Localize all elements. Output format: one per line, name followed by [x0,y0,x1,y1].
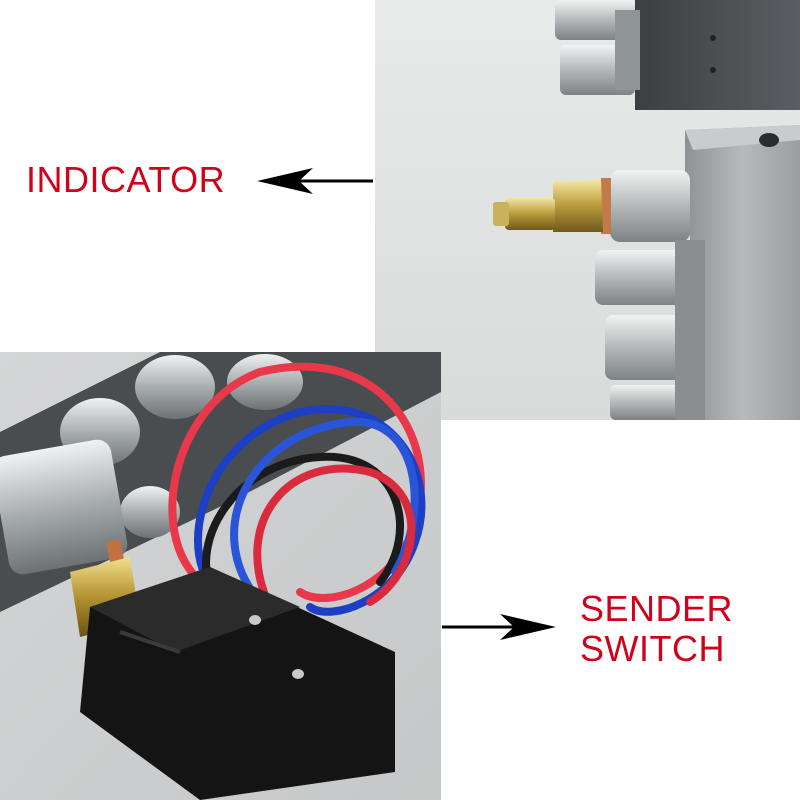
left-arrow-icon [257,168,373,194]
sender-switch-label: SENDER SWITCH [580,589,733,669]
indicator-label: INDICATOR [26,159,226,200]
sender-switch-label-line2: SWITCH [580,628,725,669]
right-arrow-icon [442,614,556,640]
sender-switch-photo [0,352,441,800]
sender-switch-label-line1: SENDER [580,588,734,629]
indicator-photo [375,0,800,420]
